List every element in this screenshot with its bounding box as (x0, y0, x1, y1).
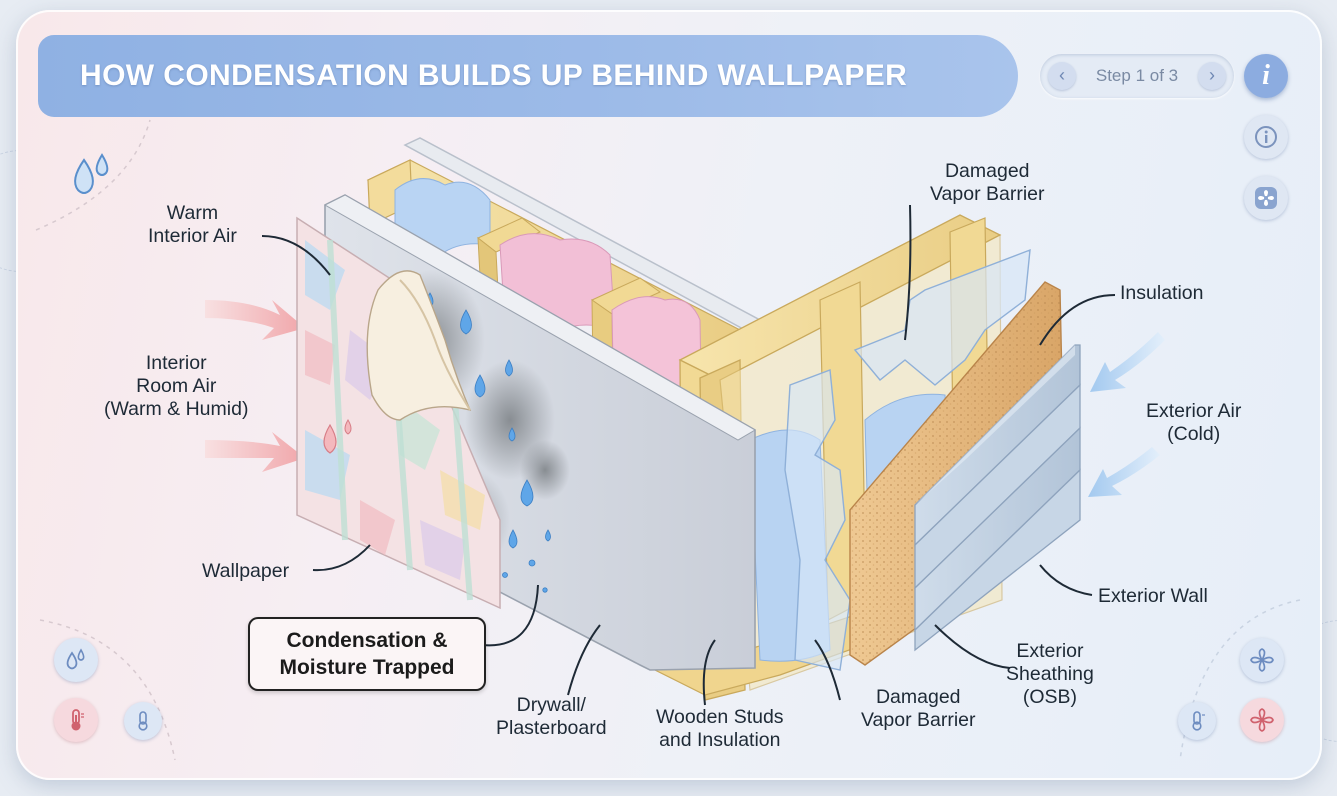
humidity-button[interactable] (54, 638, 98, 682)
label-insulation: Insulation (1120, 282, 1204, 304)
label-damaged-vapor-barrier-top: Damaged Vapor Barrier (930, 160, 1045, 205)
water-droplets (426, 292, 551, 593)
leader-lines (261, 204, 1116, 706)
diagram-card: HOW CONDENSATION BUILDS UP BEHIND WALLPA… (16, 10, 1322, 780)
callout-condensation-text: Condensation & Moisture Trapped (279, 629, 455, 679)
details-button[interactable] (1244, 115, 1288, 159)
water-drops-icon (66, 648, 85, 670)
label-exterior-air: Exterior Air (Cold) (1146, 400, 1242, 445)
label-drywall: Drywall/ Plasterboard (496, 694, 607, 739)
label-exterior-sheathing: Exterior Sheathing (OSB) (1006, 640, 1094, 708)
label-interior-room-air: Interior Room Air (Warm & Humid) (104, 352, 249, 420)
label-wallpaper: Wallpaper (202, 560, 290, 582)
thermometer-icon (138, 711, 148, 731)
fan-button[interactable] (1240, 638, 1284, 682)
fan-alert-button[interactable] (1240, 698, 1284, 742)
step-indicator: Step 1 of 3 (1095, 66, 1179, 85)
info-italic-icon: i (1262, 60, 1270, 91)
fan-icon (1250, 648, 1274, 672)
fan-icon (1255, 187, 1277, 209)
step-navigator: ‹ Step 1 of 3 › (1040, 54, 1234, 98)
next-step-button[interactable]: › (1198, 62, 1226, 90)
fan-icon (1250, 708, 1274, 732)
label-warm-interior-air: Warm Interior Air (148, 202, 237, 247)
condensation-callout: Condensation & Moisture Trapped (248, 617, 486, 691)
previous-step-button[interactable]: ‹ (1048, 62, 1076, 90)
cold-air-arrow (1088, 447, 1160, 497)
thermometer-icon (71, 709, 84, 731)
sensor-button[interactable] (124, 702, 162, 740)
warm-air-arrow (205, 300, 305, 340)
exterior-siding (914, 344, 1081, 652)
ventilation-button[interactable] (1244, 176, 1288, 220)
thermometer-button[interactable] (1178, 702, 1216, 740)
water-drops-icon (74, 153, 109, 194)
cold-air-arrow (1090, 332, 1165, 392)
title-banner: HOW CONDENSATION BUILDS UP BEHIND WALLPA… (38, 35, 1018, 117)
label-damaged-vapor-barrier-bottom: Damaged Vapor Barrier (861, 686, 976, 731)
vapor-barrier-sheet (784, 369, 851, 671)
wallpaper-panel (296, 216, 501, 610)
thermometer-icon (1192, 711, 1205, 731)
warm-air-arrow (205, 432, 305, 472)
label-wooden-studs: Wooden Studs and Insulation (656, 706, 784, 751)
wall-cross-section-illustration (35, 119, 1301, 761)
info-button[interactable]: i (1244, 54, 1288, 98)
info-circle-icon (1255, 126, 1277, 148)
label-exterior-wall: Exterior Wall (1098, 585, 1208, 607)
temperature-button[interactable] (54, 698, 98, 742)
page-title: HOW CONDENSATION BUILDS UP BEHIND WALLPA… (80, 59, 908, 92)
